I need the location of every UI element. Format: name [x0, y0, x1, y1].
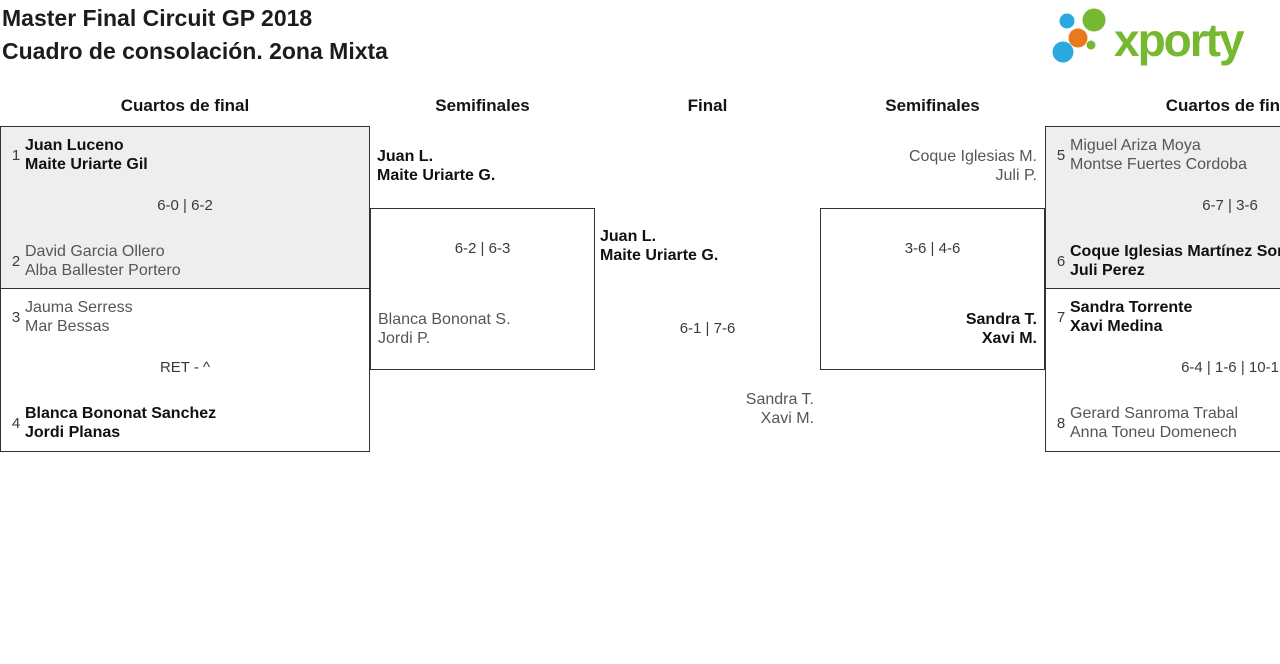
player-name: Maite Uriarte Gil [25, 156, 148, 173]
seed-number: 1 [11, 146, 21, 164]
player-name: Maite Uriarte G. [600, 247, 719, 264]
match-box-qf4: 7 Sandra Torrente Xavi Medina 6-4 | 1-6 … [1045, 288, 1280, 452]
player-name: Jordi P. [378, 330, 431, 347]
player-name: Jordi Planas [25, 424, 121, 441]
player-name: Gerard Sanroma Trabal [1070, 405, 1239, 422]
player-name: Jauma Serress [25, 299, 133, 316]
player-name: Miguel Ariza Moya [1070, 137, 1201, 154]
seed-number: 7 [1056, 308, 1066, 326]
player-name: Blanca Bononat Sanchez [25, 405, 217, 422]
player-name: Juan L. [377, 148, 434, 165]
player-name: Coque Iglesias M. [908, 148, 1037, 165]
team-final-bottom: Sandra T. Xavi M. [595, 390, 814, 428]
player-name: Juli Perez [1070, 262, 1145, 279]
match-box-qf2: 3 Jauma Serress Mar Bessas RET - ^ 4 Bla… [0, 288, 370, 452]
round-header-quarterfinals-left: Cuartos de final [120, 96, 250, 115]
team-row: 8 Gerard Sanroma Trabal Anna Toneu Domen… [1052, 404, 1280, 442]
round-header-semifinals-right: Semifinales [885, 96, 980, 115]
seed-number: 4 [11, 414, 21, 432]
player-name: Juli P. [995, 167, 1037, 184]
team-row: 2 David Garcia Ollero Alba Ballester Por… [7, 242, 363, 280]
player-name: Xavi M. [981, 330, 1037, 347]
team-row: 5 Miguel Ariza Moya Montse Fuertes Cordo… [1052, 136, 1280, 174]
player-name: Xavi Medina [1070, 318, 1163, 335]
team-sf-left-top: Juan L. Maite Uriarte G. [377, 147, 495, 185]
player-name: Alba Ballester Portero [25, 262, 181, 279]
player-name: Xavi M. [760, 410, 814, 427]
match-score: 6-2 | 6-3 [454, 240, 511, 257]
round-header-final: Final [687, 96, 728, 115]
team-row: 1 Juan Luceno Maite Uriarte Gil [7, 136, 363, 174]
logo-dots-icon [1052, 8, 1106, 63]
player-name: Sandra T. [965, 311, 1037, 328]
team-row: 6 Coque Iglesias Martínez Sor Juli Perez [1052, 242, 1280, 280]
team-row: 7 Sandra Torrente Xavi Medina [1052, 298, 1280, 336]
xporty-logo-graphic: xporty [1052, 8, 1247, 66]
player-name: Sandra Torrente [1070, 299, 1193, 316]
match-score: 3-6 | 4-6 [904, 240, 961, 257]
team-row: 4 Blanca Bononat Sanchez Jordi Planas [7, 404, 363, 442]
seed-number: 5 [1056, 146, 1066, 164]
seed-number: 8 [1056, 414, 1066, 432]
team-row: 3 Jauma Serress Mar Bessas [7, 298, 363, 336]
team-sf-right-bottom: Sandra T. Xavi M. [828, 310, 1037, 348]
match-box-qf3: 5 Miguel Ariza Moya Montse Fuertes Cordo… [1045, 126, 1280, 289]
match-box-qf1: 1 Juan Luceno Maite Uriarte Gil 6-0 | 6-… [0, 126, 370, 289]
player-name: Mar Bessas [25, 318, 110, 335]
player-name: David Garcia Ollero [25, 243, 165, 260]
player-name: Juan Luceno [25, 137, 124, 154]
player-name: Anna Toneu Domenech [1070, 424, 1237, 441]
player-name: Blanca Bononat S. [378, 311, 511, 328]
match-score: 6-0 | 6-2 [157, 197, 213, 214]
player-name: Coque Iglesias Martínez Sor [1070, 243, 1280, 260]
player-name: Sandra T. [745, 391, 814, 408]
page-title: Master Final Circuit GP 2018 Cuadro de c… [2, 2, 388, 68]
seed-number: 6 [1056, 252, 1066, 270]
xporty-logo: xporty [1046, 4, 1280, 70]
team-final-top: Juan L. Maite Uriarte G. [600, 227, 718, 265]
seed-number: 2 [11, 252, 21, 270]
match-box-sf-left: 6-2 | 6-3 Blanca Bononat S. Jordi P. [370, 208, 595, 370]
final-score: 6-1 | 7-6 [679, 320, 736, 337]
match-box-sf-right: 3-6 | 4-6 Sandra T. Xavi M. [820, 208, 1045, 370]
team-sf-left-bottom: Blanca Bononat S. Jordi P. [378, 310, 587, 348]
seed-number: 3 [11, 308, 21, 326]
player-name: Maite Uriarte G. [377, 167, 496, 184]
round-header-quarterfinals-right: Cuartos de final [1165, 96, 1280, 115]
match-score: RET - ^ [159, 359, 211, 376]
team-sf-right-top: Coque Iglesias M. Juli P. [820, 147, 1037, 185]
match-score: 6-4 | 1-6 | 10-1 [1181, 359, 1279, 376]
round-header-semifinals-left: Semifinales [435, 96, 530, 115]
draw-subtitle: Cuadro de consolación. 2ona Mixta [2, 38, 388, 64]
tournament-title: Master Final Circuit GP 2018 [2, 5, 313, 31]
xporty-wordmark: xporty [1114, 14, 1245, 66]
match-score: 6-7 | 3-6 [1202, 197, 1258, 214]
player-name: Montse Fuertes Cordoba [1070, 156, 1247, 173]
player-name: Juan L. [600, 228, 657, 245]
